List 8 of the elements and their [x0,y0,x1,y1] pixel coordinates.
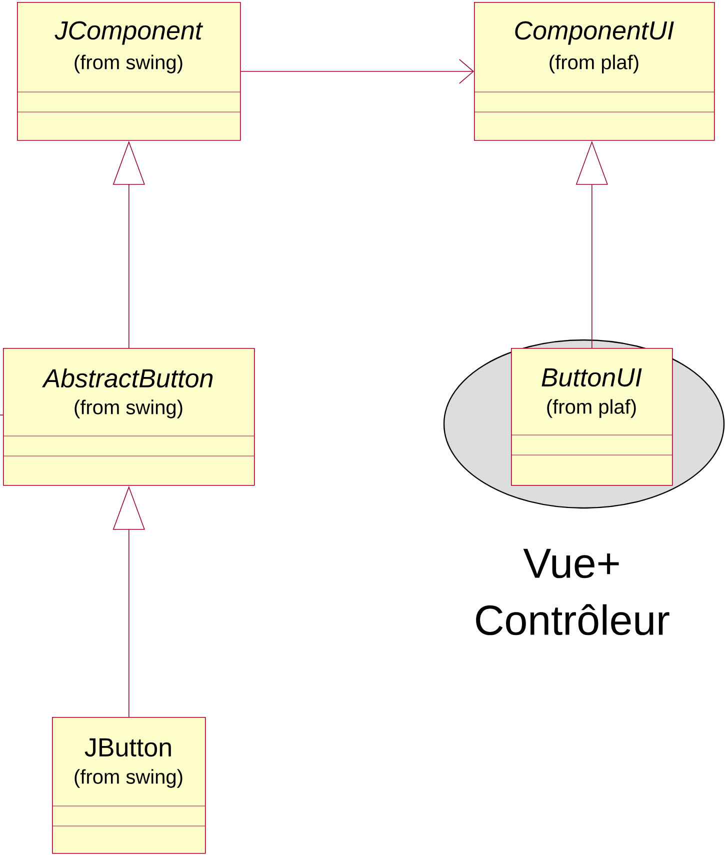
class-box: AbstractButton (from swing) [2,348,255,486]
class-box: ComponentUI (from plaf) [474,2,715,141]
class-box: ButtonUI (from plaf) [510,348,673,486]
arrow [240,59,474,84]
class-box: JComponent (from swing) [16,2,241,141]
class-box: JButton (from swing) [52,717,206,854]
caption-text: Vue+ Contrôleur [476,548,670,636]
line [0,414,4,416]
